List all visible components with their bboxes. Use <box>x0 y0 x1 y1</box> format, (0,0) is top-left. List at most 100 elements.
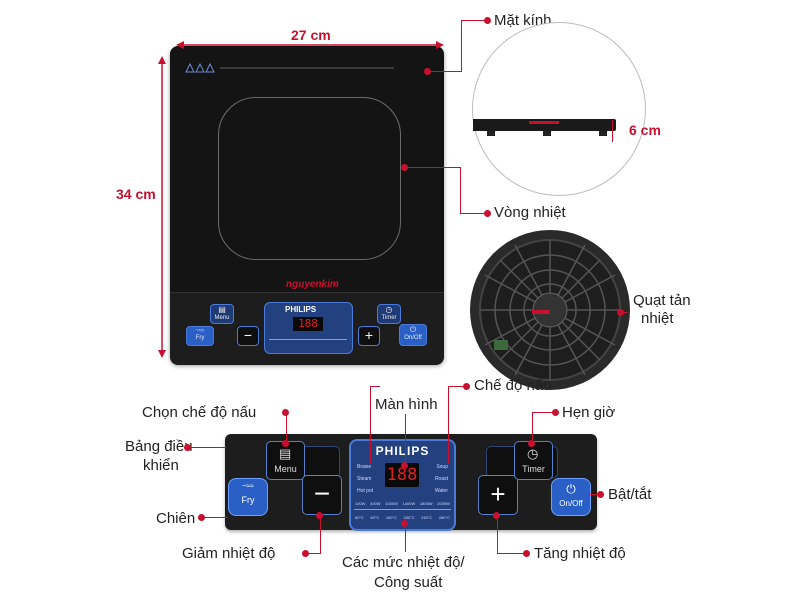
levels-label-line2: Công suất <box>374 574 443 591</box>
small-divider <box>269 339 347 340</box>
side-view-drawing <box>471 119 616 136</box>
small-plus-button[interactable]: + <box>358 326 380 346</box>
fry-line <box>202 517 228 518</box>
glass-line-h <box>428 71 462 72</box>
warning-icons <box>185 62 394 73</box>
modes-left: Braise Steam Hot pot <box>357 461 373 497</box>
temp-level: 200°C <box>403 515 415 520</box>
power-level: 1800W <box>419 501 433 506</box>
timer-icon: ◷ <box>527 446 539 461</box>
select-mode-dot <box>282 440 289 447</box>
ring-end-dot <box>484 210 491 217</box>
ring-line-h2 <box>460 213 484 214</box>
cooling-fan-view <box>470 230 630 390</box>
small-minus-button[interactable]: − <box>237 326 259 346</box>
small-power-icon: ⏻ <box>409 325 417 334</box>
temp-level: 160°C <box>385 515 398 520</box>
fry-dot <box>198 514 205 521</box>
dimension-arrows <box>158 41 444 358</box>
temp-level: 60°C <box>370 515 380 520</box>
display-line <box>405 414 406 466</box>
timer-dot <box>528 440 535 447</box>
small-fry-button[interactable]: ~≈≈ Fry <box>186 326 214 346</box>
minus-symbol: − <box>313 478 331 509</box>
timer-button-label: Timer <box>522 464 545 474</box>
heat-ring-label: Vòng nhiệt <box>494 204 566 221</box>
left-mode-line-h <box>370 386 380 387</box>
warning-strip <box>184 60 404 73</box>
left-mode-line-v <box>370 386 371 464</box>
menu-button-label: Menu <box>274 464 297 474</box>
plus-symbol: + <box>490 479 506 509</box>
power-line <box>590 494 600 495</box>
small-timer-button[interactable]: ◷ Timer <box>377 304 401 324</box>
heating-ring <box>218 97 401 260</box>
ring-line-v <box>460 167 461 213</box>
height-label: 34 cm <box>116 186 156 202</box>
temp-level: 80°C <box>355 515 364 520</box>
cooking-mode-line-h <box>448 386 466 387</box>
levels-divider <box>354 509 451 510</box>
watermark-logo: nguyenkim <box>286 279 339 290</box>
side-height-label: 6 cm <box>629 122 661 138</box>
plus-button[interactable]: + <box>478 475 518 515</box>
glass-line-v <box>461 20 462 72</box>
small-minus-label: − <box>243 327 253 343</box>
power-button[interactable]: ⏻ On/Off <box>551 478 591 516</box>
power-icon: ⏻ <box>566 482 576 496</box>
small-menu-button[interactable]: ▤ Menu <box>210 304 234 324</box>
power-level: 1400W <box>402 501 416 506</box>
decrease-line-h <box>305 553 321 554</box>
side-view-circle <box>471 22 646 196</box>
decrease-label: Giảm nhiệt độ <box>182 545 276 562</box>
brand-label: PHILIPS <box>375 444 430 458</box>
menu-icon: ▤ <box>279 446 292 461</box>
small-power-button[interactable]: ⏻ On/Off <box>399 324 427 346</box>
panel-line <box>188 447 226 448</box>
power-level: 100W <box>355 501 366 506</box>
mode-soup: Soup <box>436 464 448 470</box>
small-timer-icon: ◷ <box>385 305 393 314</box>
increase-line-v <box>497 513 498 553</box>
small-power-label: On/Off <box>404 335 422 341</box>
increase-dot <box>493 512 500 519</box>
increase-line-h <box>497 553 525 554</box>
power-level: 400W <box>370 501 381 506</box>
small-digits: 188 <box>293 317 323 331</box>
fan-line <box>620 312 628 313</box>
increase-end-dot <box>523 550 530 557</box>
levels-dot <box>401 520 408 527</box>
mode-hotpot: Hot pot <box>357 488 374 494</box>
ring-line-h <box>405 167 460 168</box>
mode-water: Water <box>434 488 448 494</box>
power-dot <box>597 491 604 498</box>
temp-levels-row: 80°C 60°C 160°C 200°C 240°C 280°C <box>355 515 450 520</box>
timer-label: Hẹn giờ <box>562 404 616 421</box>
fry-button[interactable]: ~≈≈ Fry <box>228 478 268 516</box>
increase-label: Tăng nhiệt độ <box>534 545 626 562</box>
display-label: Màn hình <box>375 396 438 413</box>
small-menu-icon: ▤ <box>218 305 226 314</box>
temp-level: 280°C <box>438 515 450 520</box>
timer-button[interactable]: ◷ Timer <box>514 441 553 480</box>
decrease-end-dot <box>302 550 309 557</box>
fan-label-line1: Quạt tản <box>633 292 691 309</box>
power-levels-row: 100W 400W 1000W 1400W 1800W 2000W <box>355 501 450 506</box>
minus-button[interactable]: − <box>302 475 342 515</box>
timer-line-v <box>532 412 533 442</box>
menu-button[interactable]: ▤ Menu <box>266 441 305 480</box>
power-button-label: On/Off <box>559 499 583 508</box>
timer-dot-start <box>552 409 559 416</box>
temp-level: 240°C <box>421 515 433 520</box>
small-menu-label: Menu <box>214 315 230 321</box>
select-mode-line <box>286 412 287 442</box>
display-dot <box>401 462 408 469</box>
select-mode-label: Chọn chế độ nấu <box>142 404 257 421</box>
fry-icon: ~≈≈ <box>242 483 254 490</box>
decrease-line-v <box>320 513 321 553</box>
power-label: Bật/tắt <box>608 486 652 503</box>
modes-right: Soup Roast Water <box>435 461 448 497</box>
power-level: 2000W <box>437 501 450 506</box>
select-mode-dot-start <box>282 409 289 416</box>
small-display-panel: PHILIPS 188 <box>264 302 353 354</box>
